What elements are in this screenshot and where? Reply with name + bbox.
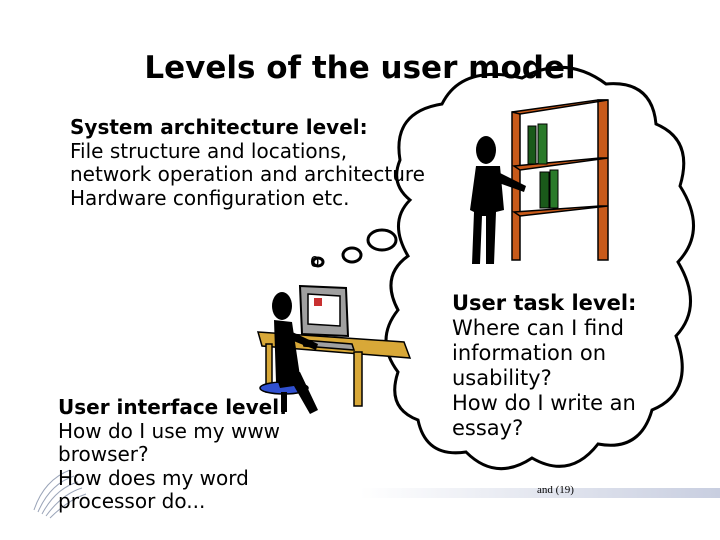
task-level-line: How do I write an — [452, 391, 636, 415]
system-level-line: network operation and architecture — [70, 162, 425, 186]
marker-label: 0 — [310, 253, 320, 271]
footnote: and (19) — [537, 484, 574, 496]
task-level-line: information on — [452, 341, 607, 365]
decorative-swirl-icon — [33, 469, 87, 519]
task-level-line: Where can I find — [452, 316, 624, 340]
system-architecture-block: System architecture level: File structur… — [70, 115, 425, 210]
footer-bar — [360, 488, 720, 498]
user-interface-block: User interface level: How do I use my ww… — [58, 395, 288, 514]
system-level-line: Hardware configuration etc. — [70, 185, 350, 210]
ui-level-line: How do I use my www — [58, 418, 281, 443]
system-level-heading: System architecture level: — [70, 115, 368, 139]
user-task-block: User task level: Where can I find inform… — [452, 291, 636, 441]
ui-level-line: How does my word — [58, 465, 249, 490]
ui-level-line: browser? — [58, 442, 149, 466]
thought-cloud — [311, 65, 695, 471]
person-at-computer-icon — [272, 292, 318, 414]
task-level-heading: User task level: — [452, 291, 637, 315]
person-at-shelf-icon — [470, 136, 526, 264]
system-level-line: File structure and locations, — [70, 138, 348, 163]
task-level-line: essay? — [452, 416, 524, 440]
ui-level-line: processor do... — [58, 489, 206, 513]
ui-level-heading: User interface level: — [58, 395, 288, 419]
task-level-line: usability? — [452, 366, 552, 390]
slide-title: Levels of the user model — [144, 50, 576, 86]
